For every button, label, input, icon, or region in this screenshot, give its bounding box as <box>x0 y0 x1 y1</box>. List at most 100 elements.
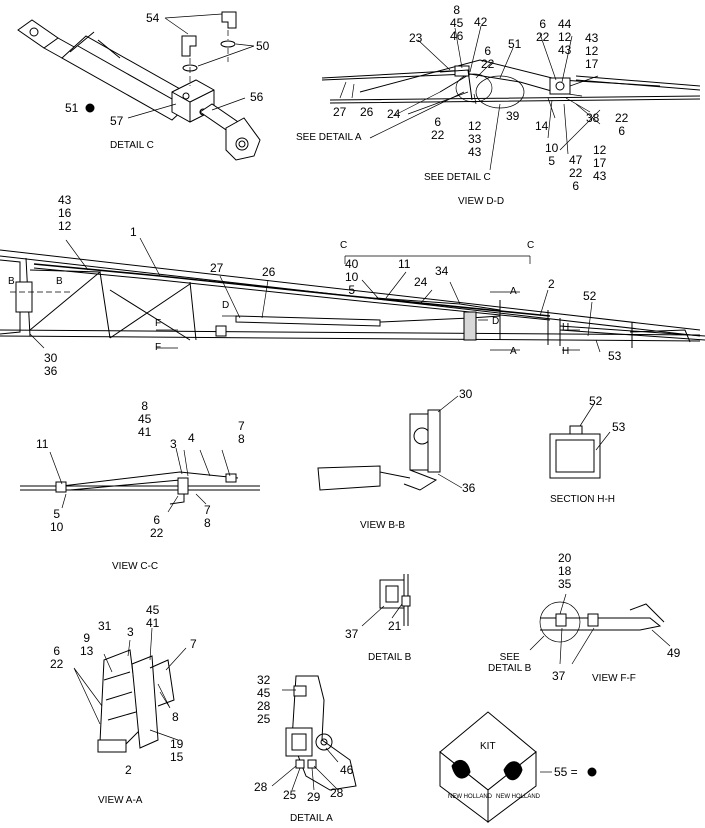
callout-label: 44 12 43 <box>558 17 572 57</box>
callout-label: 27 <box>210 261 224 275</box>
callout-label: 52 <box>589 394 603 408</box>
callout-label: 57 <box>110 114 124 128</box>
callout-label: 25 <box>283 788 297 802</box>
callout-label: 4 <box>188 431 195 445</box>
callout-label: 26 <box>262 265 276 279</box>
callout-label: 12 33 43 <box>468 119 482 159</box>
section-mark-a-bottom: A <box>510 346 517 357</box>
callout-label: 30 <box>459 387 473 401</box>
section-mark-d-left: D <box>222 300 230 311</box>
detail-a-caption: DETAIL A <box>290 813 333 824</box>
callout-label: 9 13 <box>80 631 94 658</box>
callout-label: 24 <box>387 107 401 121</box>
callout-label: 19 15 <box>170 737 184 764</box>
view-ff-caption: VIEW F-F <box>592 673 636 684</box>
section-mark-d-right: D <box>492 316 500 327</box>
see-detail-a-caption: SEE DETAIL A <box>296 132 362 143</box>
callout-label: 3 <box>170 437 177 451</box>
callout-label: 50 <box>256 39 270 53</box>
callout-label: 37 <box>552 669 566 683</box>
section-mark-h-top: H <box>562 322 570 333</box>
callout-label: 42 <box>474 15 488 29</box>
callout-label: 20 18 35 <box>558 551 572 591</box>
section-mark-f-bottom: F <box>155 342 162 353</box>
detail-c-caption: DETAIL C <box>110 140 154 151</box>
callout-label: 43 16 12 <box>58 193 72 233</box>
callout-label: 6 22 <box>536 17 550 44</box>
section-mark-b-left: B <box>8 276 15 287</box>
view-bb-caption: VIEW B-B <box>360 520 406 531</box>
view-ff <box>529 593 671 665</box>
callout-label: 1 <box>130 225 137 239</box>
callout-label: 6 22 <box>150 513 164 540</box>
section-mark-a-top: A <box>510 286 517 297</box>
callout-label: 8 45 46 <box>450 3 464 43</box>
section-mark-c-left: C <box>340 240 348 251</box>
view-cc <box>20 447 260 513</box>
callout-label: 22 6 <box>615 111 629 138</box>
callout-label: 45 41 <box>146 603 160 630</box>
callout-label: 52 <box>583 289 597 303</box>
callout-label: 56 <box>250 90 264 104</box>
view-aa <box>73 627 187 753</box>
section-mark-f-top: F <box>155 318 162 329</box>
main-assembly <box>0 237 705 353</box>
callout-label: 38 <box>586 111 600 125</box>
section-mark-b-right: B <box>56 276 63 287</box>
brand-text-left: NEW HOLLAND <box>448 794 493 800</box>
callout-label: 36 <box>462 481 476 495</box>
section-mark-h-bottom: H <box>562 346 570 357</box>
callout-label: 11 <box>36 437 49 451</box>
callout-label: 28 <box>330 786 344 800</box>
callout-label: 46 <box>340 763 354 777</box>
see-detail-c-caption: SEE DETAIL C <box>424 172 491 183</box>
callout-label: 12 17 43 <box>593 143 607 183</box>
callout-label: 6 22 <box>481 44 495 71</box>
callout-label: 14 <box>535 119 549 133</box>
callout-label: 5 10 <box>50 507 64 534</box>
callout-label: 23 <box>409 31 423 45</box>
detail-a <box>271 675 357 791</box>
callout-label: 2 <box>125 763 132 777</box>
kit-label: KIT <box>480 741 496 752</box>
callout-label: 51 <box>508 37 522 51</box>
callout-label: 26 <box>360 105 374 119</box>
callout-label: 31 <box>98 619 112 633</box>
callout-label: 21 <box>388 619 402 633</box>
callout-label: 43 12 17 <box>585 31 599 71</box>
callout-label: 27 <box>333 105 347 119</box>
section-hh <box>549 403 611 479</box>
section-hh-caption: SECTION H-H <box>550 494 615 505</box>
callout-label: 28 <box>254 780 268 794</box>
detail-c-cylinder <box>17 11 261 161</box>
callout-label: 8 <box>172 710 179 724</box>
detail-b <box>361 574 411 627</box>
callout-label: 40 10 5 <box>345 257 359 297</box>
view-aa-caption: VIEW A-A <box>98 795 143 806</box>
callout-label: 32 45 28 25 <box>257 673 271 726</box>
view-cc-caption: VIEW C-C <box>112 561 159 572</box>
callout-label: 6 22 <box>431 115 445 142</box>
callout-label: 34 <box>435 264 449 278</box>
callout-label: 39 <box>506 109 520 123</box>
callout-label: 30 36 <box>44 351 58 378</box>
detail-b-caption: DETAIL B <box>368 652 412 663</box>
callout-label: 53 <box>608 349 622 363</box>
callout-label: 7 8 <box>238 419 245 446</box>
callout-label: 7 8 <box>204 503 211 530</box>
callout-label: 24 <box>414 275 428 289</box>
kit-cube-icon <box>439 711 597 823</box>
section-mark-c-right: C <box>527 240 535 251</box>
callout-label: 54 <box>146 11 160 25</box>
callout-label: 10 5 <box>545 141 559 168</box>
callout-label: 7 <box>190 637 197 651</box>
callout-label: 3 <box>127 625 134 639</box>
callout-label: 37 <box>345 627 359 641</box>
callout-label: 29 <box>307 790 321 804</box>
view-dd <box>321 25 701 171</box>
callout-label: 49 <box>667 646 681 660</box>
brand-text-right: NEW HOLLAND <box>496 794 541 800</box>
see-detail-b-caption: SEE DETAIL B <box>488 652 532 674</box>
kit-legend: 55 = <box>554 765 578 779</box>
callout-label: 53 <box>612 420 626 434</box>
